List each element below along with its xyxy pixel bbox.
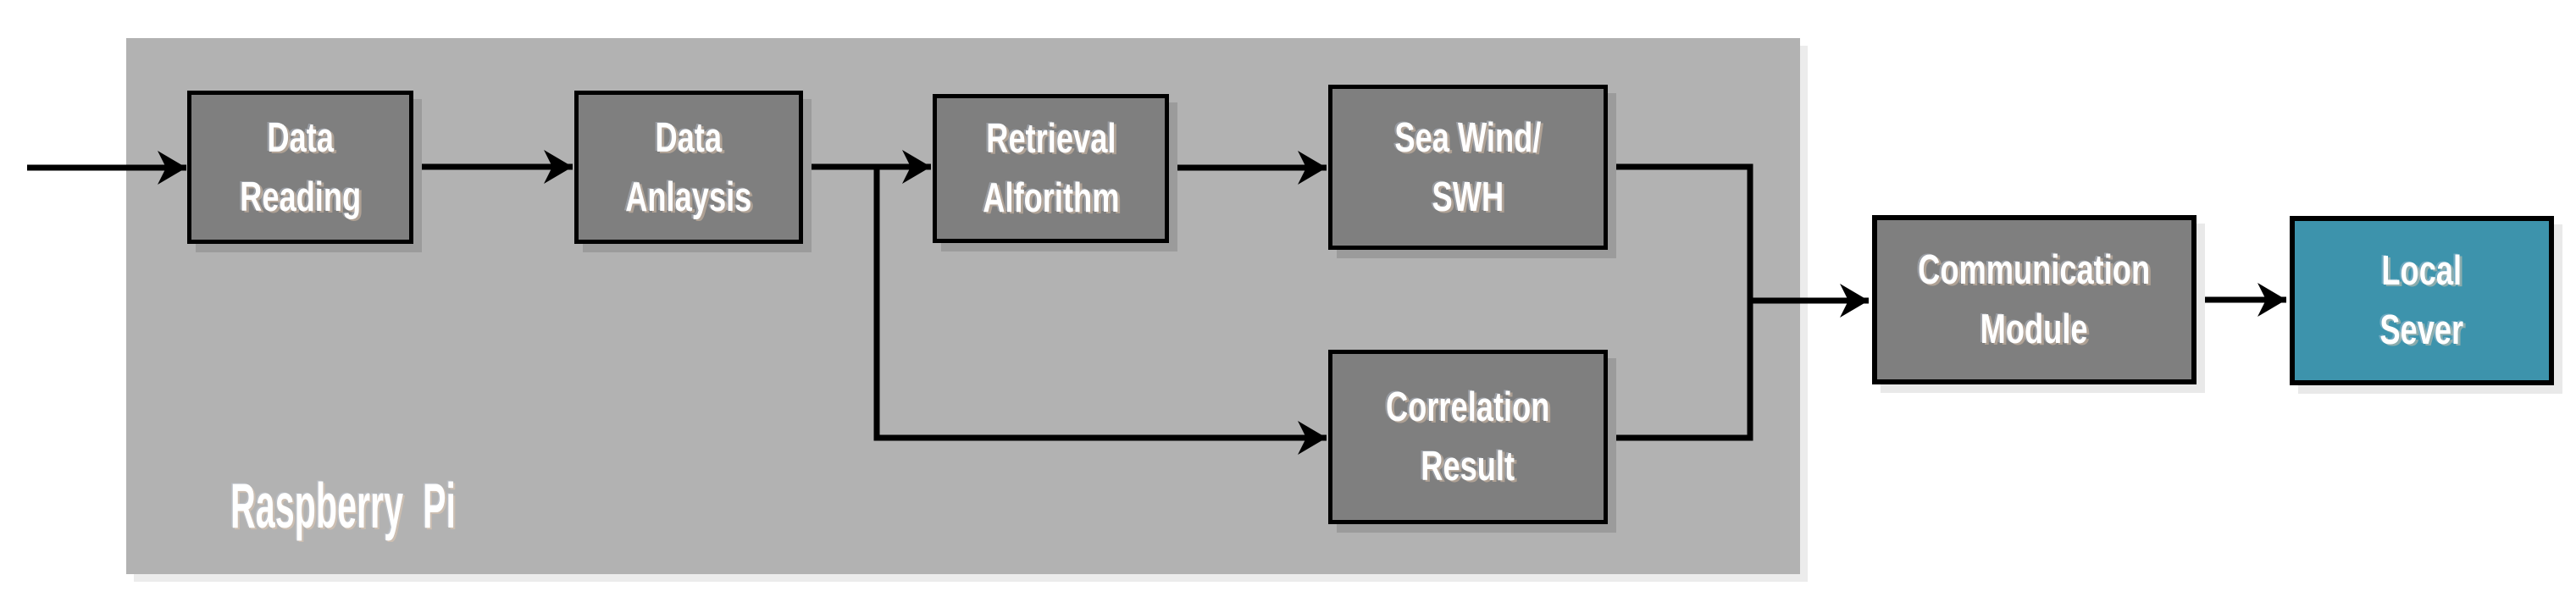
node-data-analysis-label: Data Anlaysis — [625, 114, 752, 220]
node-communication-module: Communication Module — [1872, 215, 2197, 384]
node-data-analysis: Data Anlaysis — [574, 91, 803, 244]
node-retrieval-algorithm: Retrieval Alforithm — [933, 94, 1169, 243]
node-communication-module-label: Communication Module — [1918, 247, 2151, 352]
node-correlation-result-label: Correlation Result — [1386, 384, 1550, 489]
node-retrieval-algorithm-label: Retrieval Alforithm — [982, 116, 1120, 221]
raspberry-pi-label: Raspberry Pi — [230, 470, 456, 541]
node-local-server-label: Local Sever — [2379, 248, 2464, 353]
arrow-analysis-branch-to-correlation — [873, 167, 1327, 455]
node-data-reading-label: Data Reading — [239, 114, 362, 220]
node-sea-wind-swh-label: Sea Wind/ SWH — [1394, 114, 1542, 220]
node-local-server: Local Sever — [2290, 216, 2554, 385]
node-data-reading: Data Reading — [187, 91, 413, 244]
node-sea-wind-swh: Sea Wind/ SWH — [1328, 85, 1608, 250]
node-correlation-result: Correlation Result — [1328, 350, 1608, 524]
